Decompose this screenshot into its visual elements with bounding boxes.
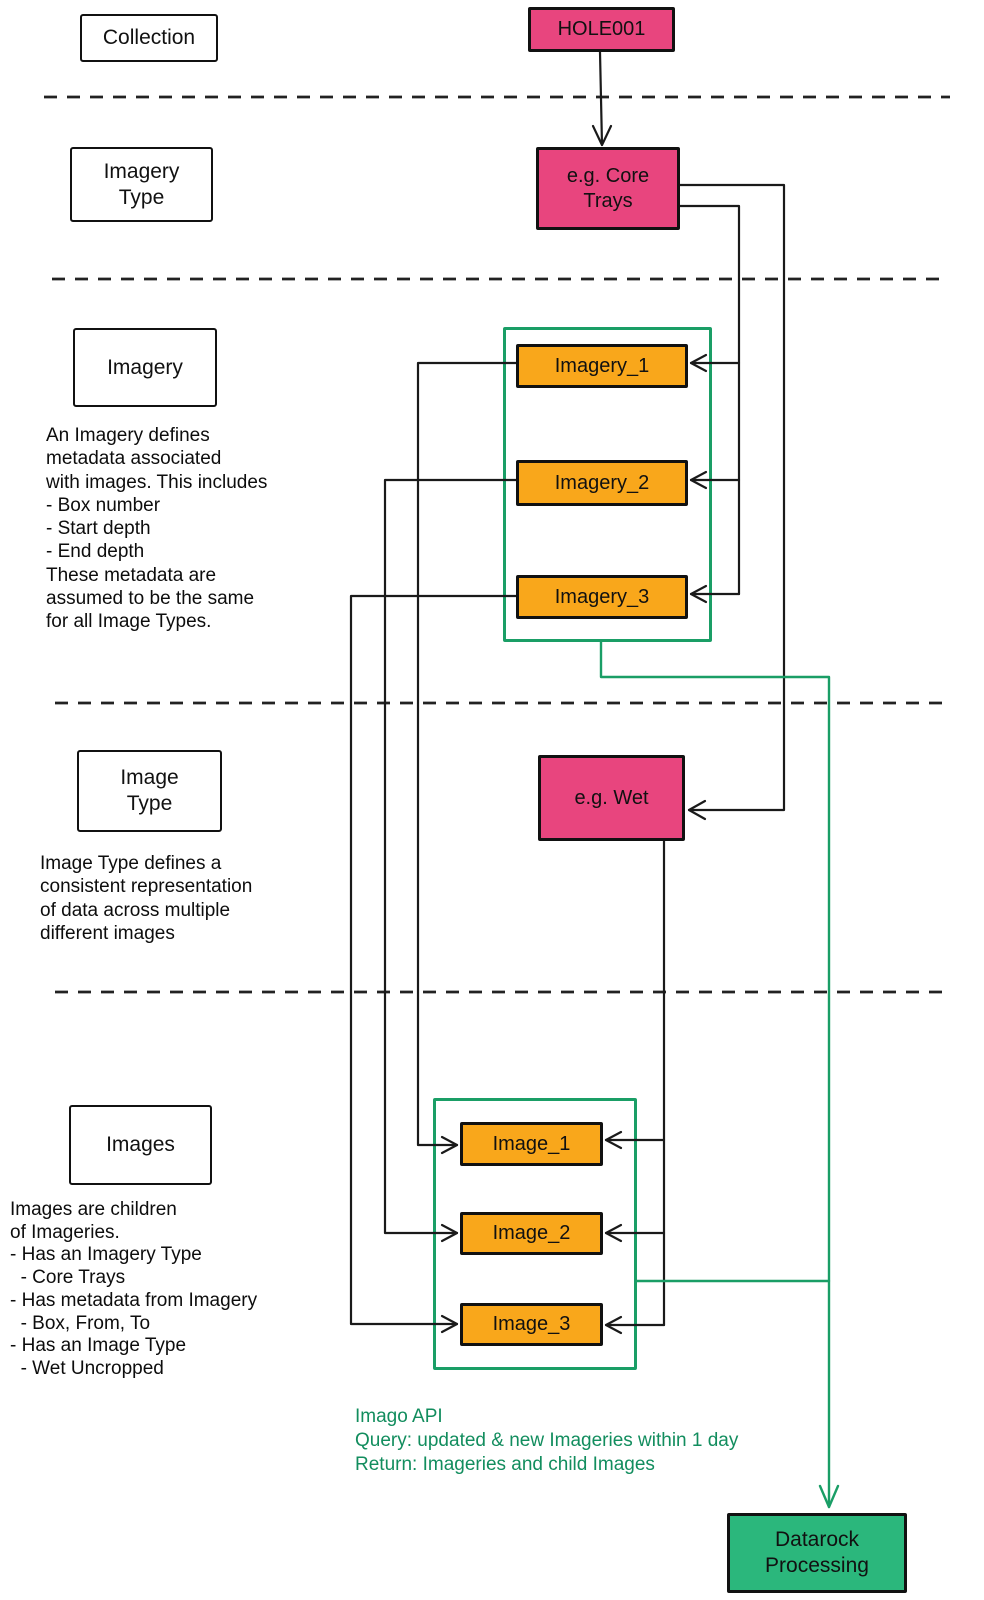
node-imagery-2: Imagery_2 — [516, 460, 688, 506]
tier-label-images: Images — [69, 1105, 212, 1185]
tier-label-image-type: Image Type — [77, 750, 222, 832]
note-imagery-description: An Imagery defines metadata associated w… — [46, 425, 268, 633]
note-imago-api: Imago API Query: updated & new Imageries… — [355, 1406, 739, 1475]
node-hole001: HOLE001 — [528, 7, 675, 52]
arrowhead-coretrays — [591, 124, 613, 147]
arrowhead-wet — [687, 799, 707, 821]
edge-imagery1-to-image1 — [416, 361, 518, 1147]
node-imagery-1: Imagery_1 — [516, 344, 688, 388]
tier-label-collection: Collection — [80, 14, 218, 62]
tier-label-imagery: Imagery — [73, 328, 217, 407]
note-image-type-description: Image Type defines a consistent represen… — [40, 853, 253, 944]
tier-label-imagery-type: Imagery Type — [70, 147, 213, 222]
node-image-3: Image_3 — [460, 1303, 603, 1346]
node-core-trays: e.g. Core Trays — [536, 147, 680, 230]
node-wet: e.g. Wet — [538, 755, 685, 841]
node-imagery-3: Imagery_3 — [516, 575, 688, 619]
node-datarock-processing: Datarock Processing — [727, 1513, 907, 1593]
node-image-1: Image_1 — [460, 1122, 603, 1166]
edge-hole001-to-coretrays — [598, 50, 604, 147]
note-images-description: Images are children of Imageries. - Has … — [10, 1199, 258, 1379]
node-image-2: Image_2 — [460, 1212, 603, 1255]
arrowhead-datarock — [818, 1484, 840, 1509]
